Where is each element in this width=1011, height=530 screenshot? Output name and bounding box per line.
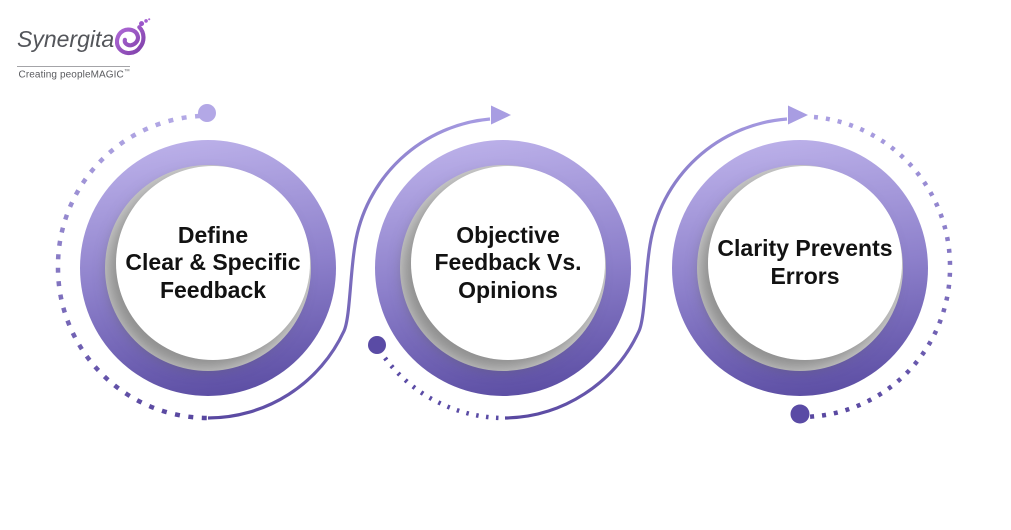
step3-label: Clarity Prevents Errors xyxy=(717,235,893,289)
step3-end-dot xyxy=(790,404,810,424)
step3-inner-circle: Clarity Prevents Errors xyxy=(708,166,902,360)
step1-inner-circle: Define Clear & Specific Feedback xyxy=(116,166,310,360)
step2-inner-circle: Objective Feedback Vs. Opinions xyxy=(411,166,605,360)
logo-tagline: Creating peopleMAGIC™ xyxy=(18,69,130,81)
step2-arrow-icon xyxy=(491,105,511,125)
step1-dotted-arc xyxy=(55,113,209,421)
step2-to-step3-connector xyxy=(504,117,788,420)
logo-divider xyxy=(17,66,130,67)
step1-label: Define Clear & Specific Feedback xyxy=(125,221,301,303)
trademark-mark: ™ xyxy=(123,69,130,75)
step3-dotted-arc xyxy=(799,114,953,420)
step-circle-1: Define Clear & Specific Feedback xyxy=(80,140,336,396)
step2-label: Objective Feedback Vs. Opinions xyxy=(434,221,582,303)
step2-start-dot xyxy=(368,336,386,354)
step1-start-dot xyxy=(198,104,216,122)
step3-arrow-icon xyxy=(788,105,808,125)
logo-brand-text: Synergita xyxy=(17,26,115,52)
step1-to-step2-connector xyxy=(207,117,491,420)
step-circle-3: Clarity Prevents Errors xyxy=(672,140,928,396)
step-circle-2: Objective Feedback Vs. Opinions xyxy=(375,140,631,396)
synergita-logo: Synergita Creating peopleMAGIC™ xyxy=(17,18,177,80)
synergita-swirl-icon xyxy=(115,18,151,63)
